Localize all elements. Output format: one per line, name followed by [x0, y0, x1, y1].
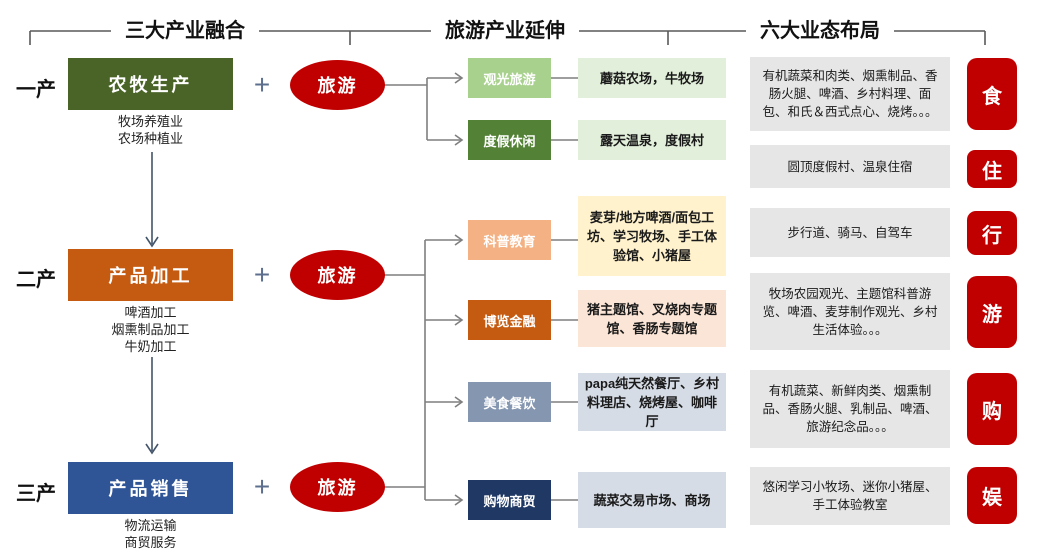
format-desc-box: 悠闲学习小牧场、迷你小猪屋、手工体验教室 [750, 467, 950, 525]
format-desc-box: 圆顶度假村、温泉住宿 [750, 145, 950, 188]
format-tag-fun: 娱 [967, 467, 1017, 524]
industry-box-production: 农牧生产 [68, 58, 233, 110]
extension-example-box: papa纯天然餐厅、乡村料理店、烧烤屋、咖啡厅 [578, 373, 726, 431]
industry-sub-label: 物流运输 商贸服务 [124, 518, 177, 550]
extension-example-box: 蘑菇农场，牛牧场 [578, 58, 726, 98]
section-header-tourism: 旅游产业延伸 [431, 16, 579, 46]
industry-sub-label: 牧场养殖业 农场种植业 [117, 114, 183, 146]
tourism-ellipse: 旅游 [290, 250, 385, 300]
extension-box-sightseeing: 观光旅游 [468, 58, 551, 98]
extension-box-dining: 美食餐饮 [468, 382, 551, 422]
tier-label-secondary: 二产 [16, 269, 56, 291]
plus-icon: + [253, 69, 271, 100]
format-tag-buy: 购 [967, 373, 1017, 445]
industry-box-sales: 产品销售 [68, 462, 233, 514]
format-tag-food: 食 [967, 58, 1017, 130]
format-tag-tour: 游 [967, 276, 1017, 348]
down-arrow-icon [145, 152, 159, 455]
tier-label-primary: 一产 [16, 79, 56, 101]
format-tag-stay: 住 [967, 150, 1017, 188]
industry-box-processing: 产品加工 [68, 249, 233, 301]
plus-icon: + [253, 259, 271, 290]
extension-example-box: 蔬菜交易市场、商场 [578, 472, 726, 528]
extension-example-box: 露天温泉，度假村 [578, 120, 726, 160]
extension-box-vacation: 度假休闲 [468, 120, 551, 160]
plus-icon: + [253, 471, 271, 502]
format-desc-box: 步行道、骑马、自驾车 [750, 208, 950, 257]
industry-sub-label: 啤酒加工 烟熏制品加工 牛奶加工 [111, 305, 190, 354]
format-desc-box: 有机蔬菜和肉类、烟熏制品、香肠火腿、啤酒、乡村料理、面包、和氏＆西式点心、烧烤。… [750, 57, 950, 131]
tourism-ellipse: 旅游 [290, 462, 385, 512]
extension-box-shopping: 购物商贸 [468, 480, 551, 520]
tourism-ellipse: 旅游 [290, 60, 385, 110]
format-tag-travel: 行 [967, 211, 1017, 255]
section-header-industries: 三大产业融合 [111, 16, 259, 46]
format-desc-box: 牧场农园观光、主题馆科普游览、啤酒、麦芽制作观光、乡村生活体验。。。 [750, 273, 950, 350]
extension-example-box: 麦芽/地方啤酒/面包工坊、学习牧场、手工体验馆、小猪屋 [578, 196, 726, 276]
extension-example-box: 猪主题馆、叉烧肉专题馆、香肠专题馆 [578, 290, 726, 347]
tier-label-tertiary: 三产 [16, 483, 56, 505]
section-header-formats: 六大业态布局 [746, 16, 894, 46]
extension-box-expo: 博览金融 [468, 300, 551, 340]
extension-box-education: 科普教育 [468, 220, 551, 260]
format-desc-box: 有机蔬菜、新鲜肉类、烟熏制品、香肠火腿、乳制品、啤酒、旅游纪念品。。。 [750, 370, 950, 448]
